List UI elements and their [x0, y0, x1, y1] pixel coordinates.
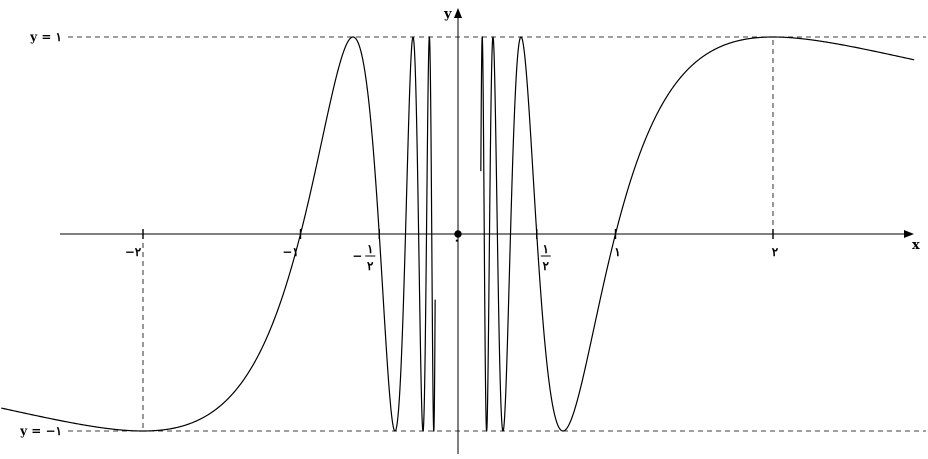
x-axis-label: x — [912, 238, 920, 253]
x-tick-label: −۱ — [282, 245, 299, 259]
series-curves — [1, 35, 915, 432]
x-tick-label: −۲ — [125, 245, 142, 259]
x-tick-label-numerator: ۱ — [367, 242, 373, 256]
reference-line-label: y = −۱ — [19, 424, 62, 438]
x-tick-label-denominator: ۲ — [543, 259, 550, 273]
y-axis-arrow — [454, 8, 462, 18]
x-tick-label: ۱ — [614, 245, 620, 259]
x-tick-label-denominator: ۲ — [367, 259, 374, 273]
x-tick-label: ۰ — [454, 233, 460, 247]
data-points — [454, 230, 462, 238]
series-curve-positive-branch — [480, 35, 915, 432]
x-tick-label-numerator: ۱ — [543, 242, 549, 256]
reference-line-label: y = ۱ — [29, 30, 62, 44]
series-curve-negative-branch — [1, 36, 436, 432]
data-point — [454, 230, 462, 238]
x-tick-label-sign: − — [352, 249, 362, 263]
x-tick-label: ۲ — [772, 245, 779, 259]
y-axis-label: y — [443, 7, 452, 22]
x-axis-arrow — [904, 230, 914, 238]
